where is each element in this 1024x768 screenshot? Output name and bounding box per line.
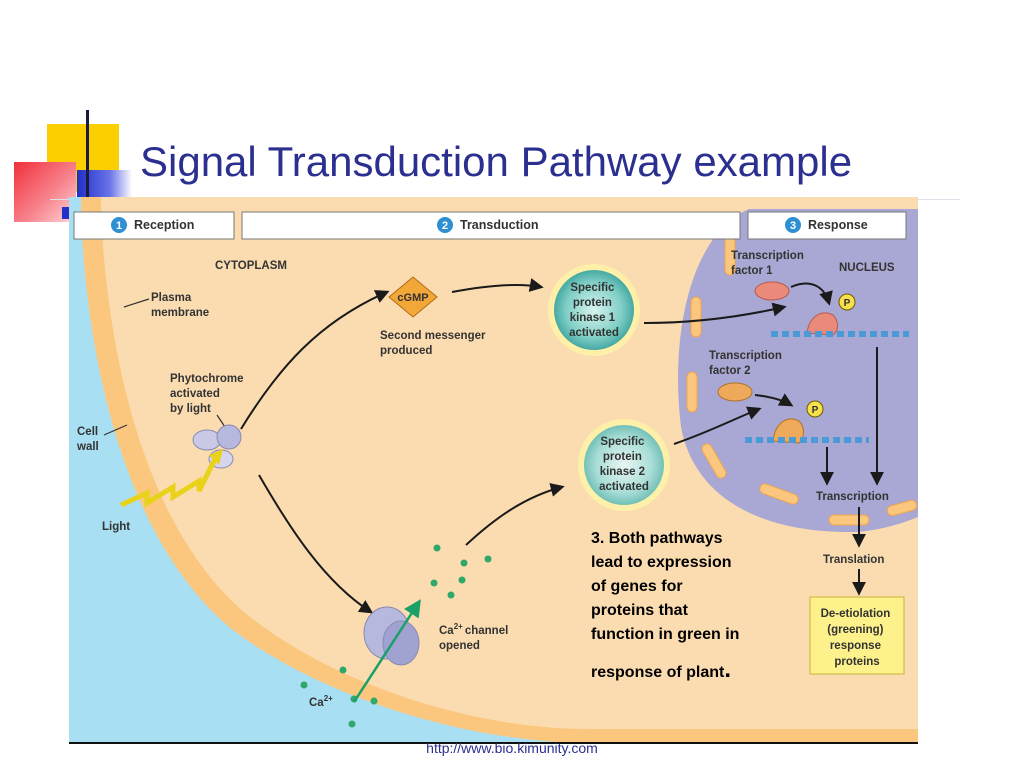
response-proteins-label: De-etiolation (greening) response protei…: [821, 608, 894, 668]
tf2-label: Transcription factor 2: [709, 350, 785, 377]
second-messenger-label: Second messenger produced: [380, 330, 489, 357]
phytochrome-label: Phytochrome activated by light: [170, 373, 247, 415]
kinase-2-label: Specific protein kinase 2 activated: [599, 436, 649, 493]
translation-label: Translation: [823, 554, 884, 566]
kinase-1-label: Specific protein kinase 1 activated: [569, 282, 619, 339]
ca-ion-label: Ca2+: [309, 694, 333, 709]
response-proteins-box: De-etiolation (greening) response protei…: [809, 596, 905, 675]
nucleus: [678, 209, 918, 532]
pathway-note: 3. Both pathways lead to expression of g…: [591, 530, 744, 683]
tf2-protein: [717, 382, 753, 402]
deco-vertical-line: [86, 110, 89, 220]
kinase-1-circle: Specific protein kinase 1 activated: [548, 264, 640, 356]
light-bolt: [119, 457, 218, 508]
kinase-2-circle: Specific protein kinase 2 activated: [578, 419, 670, 511]
source-url: http://www.bio.kimunity.com: [426, 740, 598, 756]
signal-pathway-figure: 1 Reception 2 Transduction 3 Response CY…: [69, 197, 918, 743]
bottom-rule: [69, 742, 918, 744]
slide-title: Signal Transduction Pathway example: [140, 138, 853, 185]
plasma-membrane-label: Plasma membrane: [151, 292, 209, 319]
ca-channel-label: Ca2+channel opened: [439, 622, 512, 652]
phytochrome-receptor: [192, 424, 242, 469]
tf1-bound: P: [806, 293, 856, 336]
step-1-number: 1: [116, 220, 122, 232]
tf1-phosphate: P: [844, 298, 851, 309]
step-2-label: Transduction: [460, 218, 538, 232]
step-3-label: Response: [808, 218, 868, 232]
calcium-channel: [363, 606, 420, 666]
light-label: Light: [102, 521, 130, 533]
tf1-protein: [754, 281, 790, 301]
step-transduction-box: 2 Transduction: [241, 211, 741, 240]
step-reception-box: 1 Reception: [73, 211, 235, 240]
tf1-label: Transcription factor 1: [731, 250, 807, 277]
transcription-label: Transcription: [816, 491, 889, 503]
step-3-number: 3: [790, 220, 796, 232]
step-2-number: 2: [442, 220, 448, 232]
step-1-label: Reception: [134, 218, 194, 232]
cell-wall-label: Cell wall: [76, 426, 101, 453]
tf2-phosphate: P: [812, 405, 819, 416]
cgmp-label: cGMP: [397, 292, 428, 304]
cgmp-diamond: cGMP: [388, 276, 438, 318]
nuclear-envelope: [686, 236, 918, 526]
cytoplasm-label: CYTOPLASM: [215, 260, 287, 272]
nucleus-label: NUCLEUS: [839, 262, 895, 274]
deco-small-blue: [62, 207, 69, 219]
step-response-box: 3 Response: [747, 211, 907, 240]
